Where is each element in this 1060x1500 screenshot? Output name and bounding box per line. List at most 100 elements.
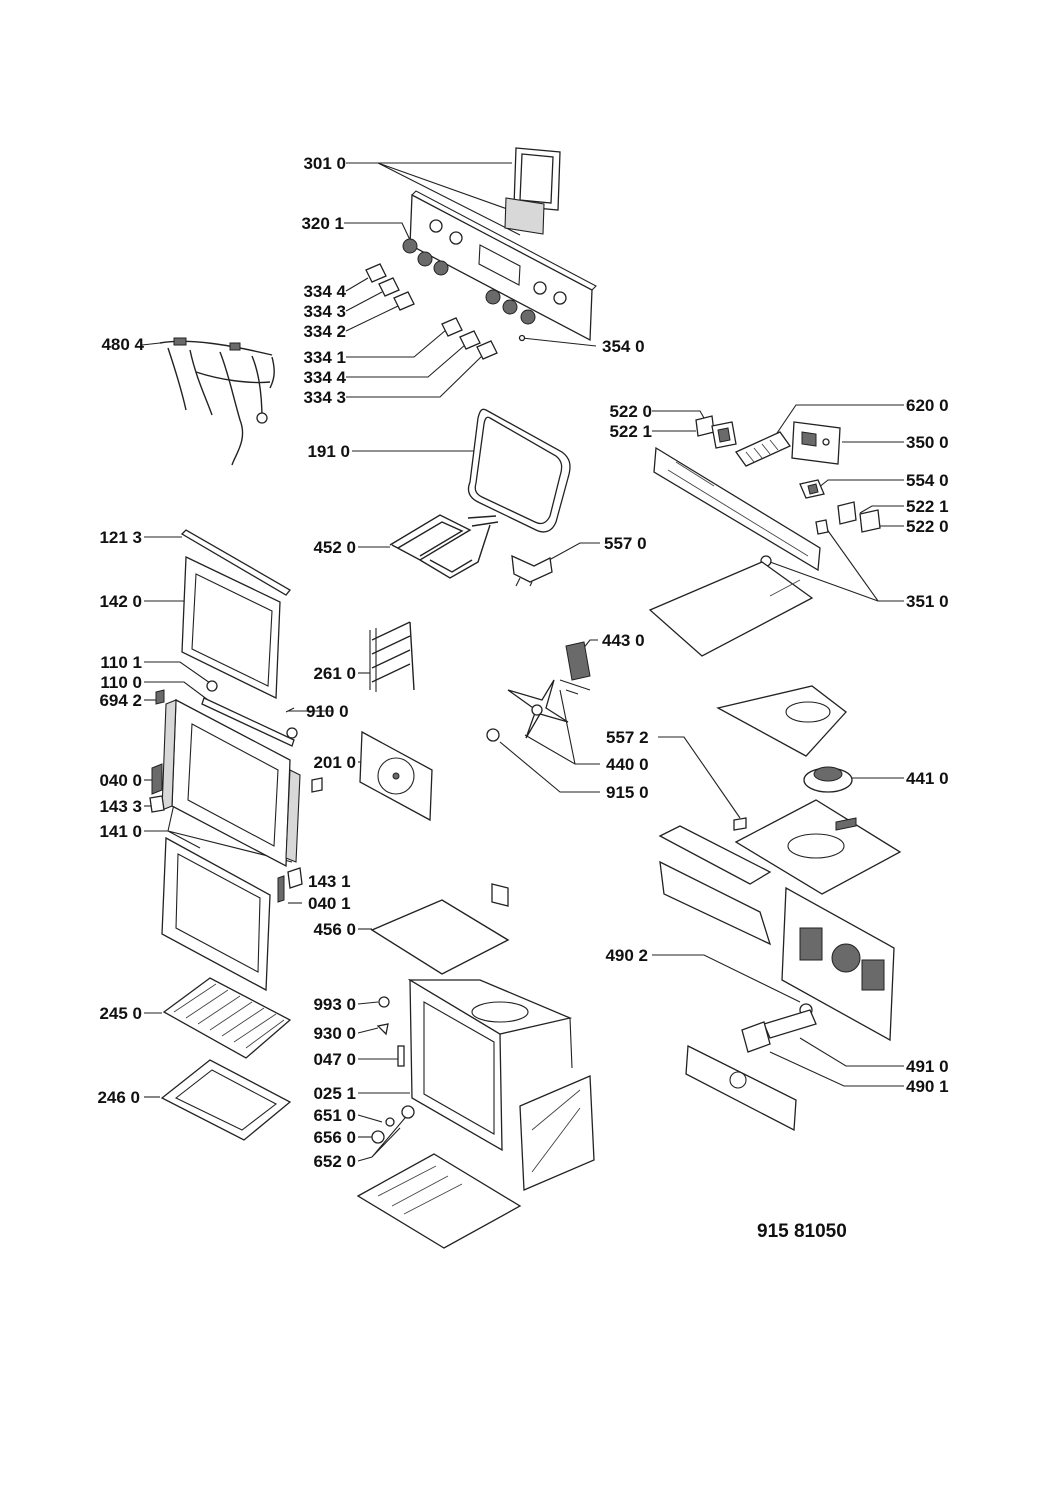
control-panel: [409, 190, 597, 342]
part-191-door-seal: [467, 408, 571, 533]
callout-440-0: 440 0: [606, 755, 649, 774]
callout-334-4-b: 334 4: [303, 368, 346, 387]
part-334-spindles: [365, 263, 498, 360]
callout-334-3-b: 334 3: [303, 388, 346, 407]
callout-350-0: 350 0: [906, 433, 949, 452]
callout-334-2: 334 2: [303, 322, 346, 341]
callout-480-4: 480 4: [101, 335, 144, 354]
part-993-fitting: [378, 996, 390, 1008]
callout-993-0: 993 0: [313, 995, 356, 1014]
part-656-knob: [371, 1130, 385, 1144]
part-554-relay: [799, 479, 825, 499]
callout-261-0: 261 0: [313, 664, 356, 683]
callout-141-0: 141 0: [99, 822, 142, 841]
callout-143-1: 143 1: [308, 872, 351, 891]
part-490-plate: [741, 1021, 771, 1053]
part-915-washer: [486, 728, 500, 742]
callout-351-0: 351 0: [906, 592, 949, 611]
part-930-fitting: [376, 1023, 389, 1036]
part-320-knobs: [402, 238, 536, 325]
callout-522-1-a: 522 1: [609, 422, 652, 441]
part-480-wiring-harness: [159, 337, 275, 466]
callout-040-1: 040 1: [308, 894, 351, 913]
part-443-fan-motor: [559, 641, 591, 695]
part-456-lower-element: [370, 883, 510, 975]
callout-651-0: 651 0: [313, 1106, 356, 1125]
callout-620-0: 620 0: [906, 396, 949, 415]
part-upper-baffle: [716, 685, 847, 757]
part-301-frame: [513, 147, 561, 211]
callout-121-3: 121 3: [99, 528, 142, 547]
part-440-fan-blade: [507, 679, 569, 739]
part-110-hinge-pieces: [155, 680, 295, 747]
callout-142-0: 142 0: [99, 592, 142, 611]
part-620-terminal-block: [735, 431, 791, 467]
callout-334-4-a: 334 4: [303, 282, 346, 301]
part-oven-cavity: [407, 978, 573, 1152]
callout-522-0-b: 522 0: [906, 517, 949, 536]
part-246-tray: [160, 1059, 292, 1141]
part-cavity-side: [519, 1075, 595, 1191]
callout-047-0: 047 0: [313, 1050, 356, 1069]
part-910-screw: [285, 707, 298, 739]
callout-334-3-a: 334 3: [303, 302, 346, 321]
callout-040-0: 040 0: [99, 771, 142, 790]
callout-915-0: 915 0: [606, 783, 649, 802]
part-rear-panel: [781, 886, 895, 1042]
part-350-programmer: [791, 421, 841, 465]
part-040-hinge-left: [149, 763, 165, 813]
part-441-motor: [803, 766, 853, 793]
callout-652-0: 652 0: [313, 1152, 356, 1171]
part-lower-plate: [733, 799, 902, 895]
part-side-channel: [658, 825, 772, 946]
part-491-terminal-strip: [763, 1009, 817, 1039]
callout-554-0: 554 0: [906, 471, 949, 490]
part-557-sensor: [511, 554, 553, 587]
callout-334-1: 334 1: [303, 348, 346, 367]
part-651-fitting: [385, 1117, 395, 1127]
leader-lines: [141, 162, 904, 1162]
callout-245-0: 245 0: [99, 1004, 142, 1023]
callout-522-1-b: 522 1: [906, 497, 949, 516]
part-522-switch-top: [695, 415, 737, 449]
callout-557-0: 557 0: [604, 534, 647, 553]
part-143-hinge-right: [277, 867, 303, 903]
part-201-fan-cover: [311, 730, 433, 822]
callout-490-1: 490 1: [906, 1077, 949, 1096]
part-142-outer-glass: [181, 555, 281, 700]
drawing-number: 915 81050: [757, 1221, 847, 1242]
callout-354-0: 354 0: [602, 337, 645, 356]
callout-490-2: 490 2: [605, 946, 648, 965]
part-047-latch: [397, 1045, 405, 1067]
callout-110-0: 110 0: [100, 673, 142, 692]
callout-441-0: 441 0: [906, 769, 949, 788]
part-control-bracket: [653, 446, 821, 572]
part-652-knob: [401, 1105, 415, 1119]
part-261-side-rack: [369, 621, 415, 692]
part-121-top-trim: [180, 529, 291, 596]
callout-694-2: 694 2: [99, 691, 142, 710]
callout-301-0: 301 0: [303, 154, 346, 173]
callout-452-0: 452 0: [313, 538, 356, 557]
part-control-board: [685, 1044, 797, 1132]
part-141-door-assembly: [161, 698, 301, 992]
part-452-grill-element: [389, 514, 499, 579]
part-top-cover: [648, 561, 814, 657]
callout-930-0: 930 0: [313, 1024, 356, 1043]
callout-443-0: 443 0: [602, 631, 645, 650]
part-245-wire-shelf: [162, 977, 292, 1059]
callout-025-1: 025 1: [313, 1084, 356, 1103]
callout-201-0: 201 0: [313, 753, 356, 772]
callout-143-3: 143 3: [99, 797, 142, 816]
callout-491-0: 491 0: [906, 1057, 949, 1076]
part-354-pin: [518, 334, 526, 342]
callout-557-2: 557 2: [606, 728, 649, 747]
callout-656-0: 656 0: [313, 1128, 356, 1147]
callout-522-0-a: 522 0: [609, 402, 652, 421]
callout-910-0: 910 0: [306, 702, 349, 721]
callout-246-0: 246 0: [97, 1088, 140, 1107]
callout-110-1: 110 1: [100, 653, 142, 672]
part-bottom-plate: [356, 1153, 522, 1249]
callout-191-0: 191 0: [307, 442, 350, 461]
